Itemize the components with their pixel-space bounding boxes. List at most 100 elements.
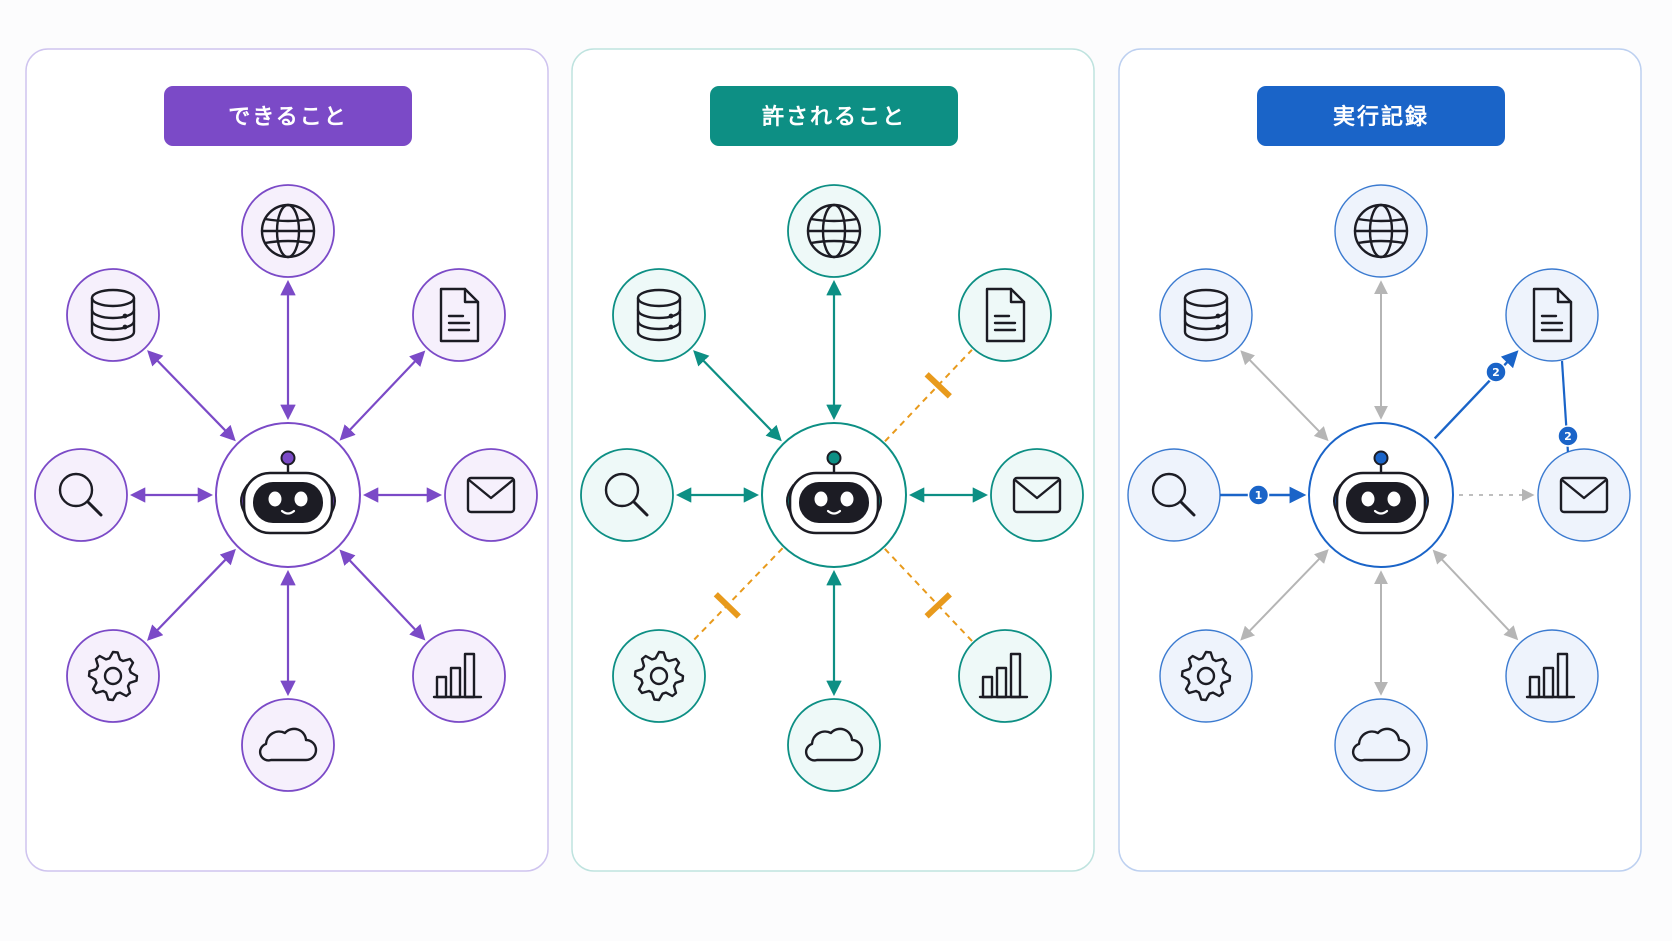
- agent-node: [1308, 422, 1454, 568]
- mail-glyph: [1012, 476, 1062, 514]
- database-glyph: [1183, 288, 1229, 342]
- panel-1: できること: [25, 48, 549, 872]
- gear-icon: [87, 650, 139, 702]
- document-glyph: [985, 287, 1026, 343]
- globe-icon: [1353, 203, 1409, 259]
- robot-icon: [1333, 450, 1429, 535]
- connection-database: [147, 350, 236, 442]
- mail-icon: [466, 476, 516, 514]
- mail-icon: [1012, 476, 1062, 514]
- database-icon: [636, 288, 682, 342]
- connections: [1220, 280, 1570, 696]
- search-glyph: [1151, 472, 1196, 517]
- tool-node-chart: [958, 629, 1052, 723]
- globe-icon: [806, 203, 862, 259]
- tool-node-document: [412, 268, 506, 362]
- cloud-glyph: [258, 727, 318, 762]
- panel-title: 実行記録: [1333, 104, 1429, 130]
- panel-title-pill: [164, 86, 412, 146]
- document-glyph: [1532, 287, 1573, 343]
- bar-chart-icon: [1525, 652, 1576, 699]
- tool-node-mail: [990, 448, 1084, 542]
- connection-settings: [1240, 549, 1329, 641]
- cloud-glyph: [804, 727, 864, 762]
- tool-node-chart: [1505, 629, 1599, 723]
- tool-node-settings: [612, 629, 706, 723]
- mail-glyph: [466, 476, 516, 514]
- connection-settings: [147, 548, 236, 641]
- panel-3: 実行記録 1 2 2: [1118, 48, 1642, 872]
- tool-node-search: [580, 448, 674, 542]
- tool-node-database: [66, 268, 160, 362]
- bar-chart-icon: [978, 652, 1029, 699]
- tool-node-search: [34, 448, 128, 542]
- settings-glyph: [87, 650, 139, 702]
- globe-icon: [260, 203, 316, 259]
- tool-node-search: [1127, 448, 1221, 542]
- database-icon: [1183, 288, 1229, 342]
- block-bar-chart: [924, 592, 952, 619]
- panel-2: 許されること: [571, 48, 1095, 872]
- step-badge-label: 2: [1564, 430, 1572, 443]
- mail-icon: [1559, 476, 1609, 514]
- gear-icon: [633, 650, 685, 702]
- tool-node-mail: [1537, 448, 1631, 542]
- globe-glyph: [1353, 203, 1409, 259]
- agent-node: [761, 422, 907, 568]
- robot-icon: [240, 450, 336, 535]
- tool-node-globe: [1334, 184, 1428, 278]
- panel-title-pill: [1257, 86, 1505, 146]
- tool-node-chart: [412, 629, 506, 723]
- panel-title: できること: [228, 105, 348, 130]
- database-glyph: [90, 288, 136, 342]
- settings-glyph: [1180, 650, 1232, 702]
- connection-database: [1240, 350, 1329, 442]
- cloud-icon: [1351, 727, 1411, 762]
- cloud-icon: [804, 727, 864, 762]
- document-icon: [985, 287, 1026, 343]
- tool-node-database: [1159, 268, 1253, 362]
- document-icon: [439, 287, 480, 343]
- tool-node-cloud: [787, 698, 881, 792]
- tool-node-cloud: [1334, 698, 1428, 792]
- chart-glyph: [978, 652, 1029, 699]
- agent-node: [215, 422, 361, 568]
- globe-glyph: [806, 203, 862, 259]
- search-icon: [58, 472, 103, 517]
- tool-node-globe: [787, 184, 881, 278]
- bar-chart-icon: [432, 652, 483, 699]
- step-badge: 1: [1247, 484, 1270, 506]
- globe-glyph: [260, 203, 316, 259]
- document-icon: [1532, 287, 1573, 343]
- settings-glyph: [633, 650, 685, 702]
- connection-chart: [1432, 549, 1519, 641]
- robot-icon: [786, 450, 882, 535]
- cloud-icon: [258, 727, 318, 762]
- mail-glyph: [1559, 476, 1609, 514]
- tool-node-settings: [1159, 629, 1253, 723]
- tool-node-mail: [444, 448, 538, 542]
- chart-glyph: [432, 652, 483, 699]
- tool-node-globe: [241, 184, 335, 278]
- step-badge: 2: [1557, 425, 1579, 447]
- cloud-glyph: [1351, 727, 1411, 762]
- panel-title-pill: [710, 86, 958, 146]
- connection-document: [339, 350, 426, 441]
- database-glyph: [636, 288, 682, 342]
- connections: [129, 279, 443, 697]
- connection-chart: [339, 549, 426, 641]
- panel-title: 許されること: [762, 104, 906, 130]
- chart-glyph: [1525, 652, 1576, 699]
- tool-node-document: [958, 268, 1052, 362]
- step-badge: 2: [1485, 361, 1507, 383]
- tool-node-database: [612, 268, 706, 362]
- step-badge-label: 1: [1255, 489, 1263, 502]
- connections: [675, 279, 989, 697]
- connection-database: [693, 350, 782, 442]
- database-icon: [90, 288, 136, 342]
- block-bar-settings: [713, 592, 741, 619]
- block-bar-document: [924, 372, 952, 399]
- document-glyph: [439, 287, 480, 343]
- tool-node-settings: [66, 629, 160, 723]
- search-icon: [604, 472, 649, 517]
